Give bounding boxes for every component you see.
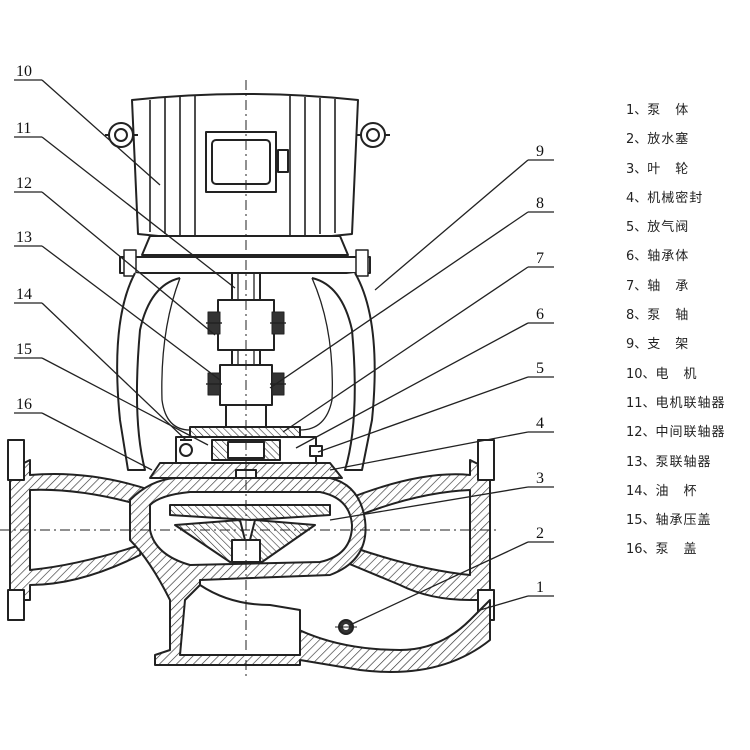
pump-body [0,80,498,680]
legend-item: 14、油 杯 [626,483,698,499]
callout-4: 4 [536,415,544,432]
callout-15: 15 [16,341,32,358]
legend-item: 8、泵 轴 [626,308,690,324]
legend-item: 16、泵 盖 [626,542,698,558]
callout-13: 13 [16,229,32,246]
legend-item: 1、泵 体 [626,103,690,118]
legend-item: 2、放水塞 [626,132,690,148]
legend-item: 6、轴承体 [626,249,690,265]
callout-14: 14 [16,286,32,303]
callout-12: 12 [16,175,32,192]
callout-8: 8 [536,195,544,212]
callout-numbers: 10 11 12 13 14 15 16 9 8 7 6 5 4 3 2 1 [16,63,544,596]
legend-item: 3、叶 轮 [626,161,690,177]
motor [105,93,390,277]
leader-lines [14,79,554,626]
callout-10: 10 [16,63,32,80]
callout-11: 11 [16,120,31,137]
callout-9: 9 [536,143,544,160]
legend-item: 7、轴 承 [626,278,690,294]
bracket [116,272,376,471]
legend-item: 11、电机联轴器 [626,395,726,411]
legend-item: 13、泵联轴器 [626,454,712,470]
callout-2: 2 [536,525,544,542]
callout-1: 1 [536,579,544,596]
legend-item: 12、中间联轴器 [626,425,726,441]
callout-6: 6 [536,306,544,323]
callout-5: 5 [536,360,544,377]
legend-item: 10、电 机 [626,366,698,382]
parts-legend: 1、泵 体 2、放水塞 3、叶 轮 4、机械密封 5、放气阀 6、轴承体 7、轴… [626,100,750,569]
legend-item: 15、轴承压盖 [626,513,712,529]
callout-3: 3 [536,470,544,487]
legend-item: 9、支 架 [626,337,690,353]
legend-item: 4、机械密封 [626,190,704,206]
callout-16: 16 [16,396,32,413]
legend-item: 5、放气阀 [626,220,690,236]
callout-7: 7 [536,250,544,267]
